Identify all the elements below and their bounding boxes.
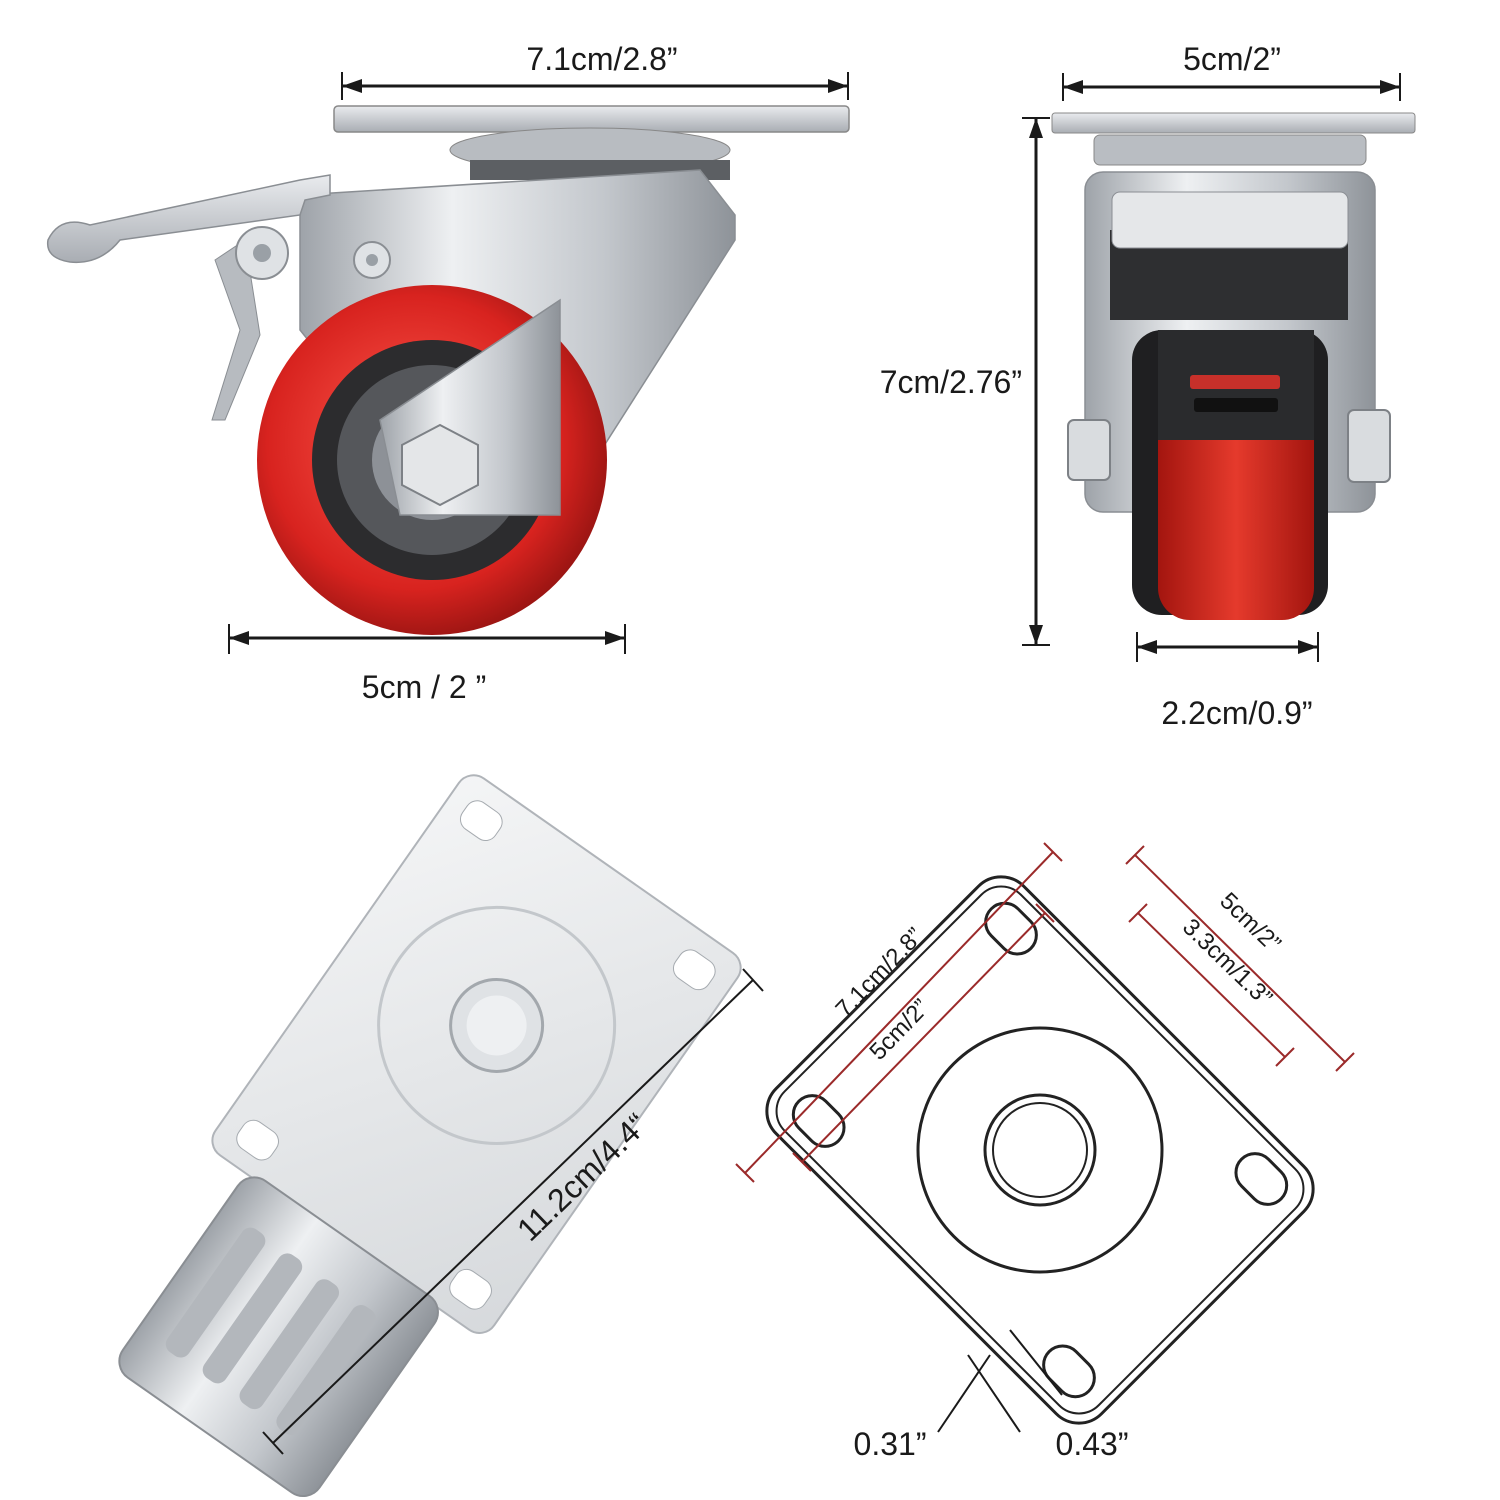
side-wheel-dimension — [228, 624, 626, 654]
side-view: 7.1cm/2.8” 5cm / 2 ” — [46, 41, 850, 705]
plate-race-circle — [916, 1026, 1164, 1274]
plate-outline — [765, 875, 1315, 1425]
side-brake-lever — [46, 174, 331, 264]
front-axle-nut-left — [1067, 419, 1111, 481]
plate-center-hole — [983, 1093, 1097, 1207]
front-height-dimension — [1022, 117, 1050, 646]
side-top-dimension — [341, 72, 849, 100]
side-axle-hex-nut — [401, 423, 479, 507]
plate-diagram: 7.1cm/2.8” 5cm/2” 5cm/2” 3.3cm/1.3” 0.31… — [735, 842, 1355, 1462]
front-plate-width-label: 5cm/2” — [1183, 41, 1281, 77]
plate-slot — [1042, 1344, 1096, 1399]
front-view: 5cm/2” 7cm/2.76” — [880, 41, 1416, 731]
side-wheel-diameter-label: 5cm / 2 ” — [362, 669, 486, 705]
top-view: 11.2cm/4.4“ — [118, 774, 764, 1498]
plate-dimension-lines — [735, 842, 1355, 1183]
plate-slot-width-label: 0.31” — [854, 1426, 927, 1462]
plate-slot-dimension-lines — [937, 1329, 1063, 1433]
front-axle-nut-right — [1347, 409, 1391, 483]
front-wheel-width-dimension — [1136, 632, 1319, 662]
side-top-width-label: 7.1cm/2.8” — [526, 41, 677, 77]
front-top-dimension — [1062, 73, 1401, 101]
front-wheel-width-label: 2.2cm/0.9” — [1161, 695, 1312, 731]
plate-slot — [984, 901, 1038, 956]
top-length-dimension — [262, 968, 764, 1455]
front-height-label: 7cm/2.76” — [880, 364, 1022, 400]
top-swivel-race — [377, 905, 617, 1145]
plate-slot-length-label: 0.43” — [1056, 1426, 1129, 1462]
plate-slot — [1234, 1152, 1289, 1206]
front-mount-plate — [1051, 112, 1416, 134]
top-brake-pedal — [118, 1176, 439, 1498]
